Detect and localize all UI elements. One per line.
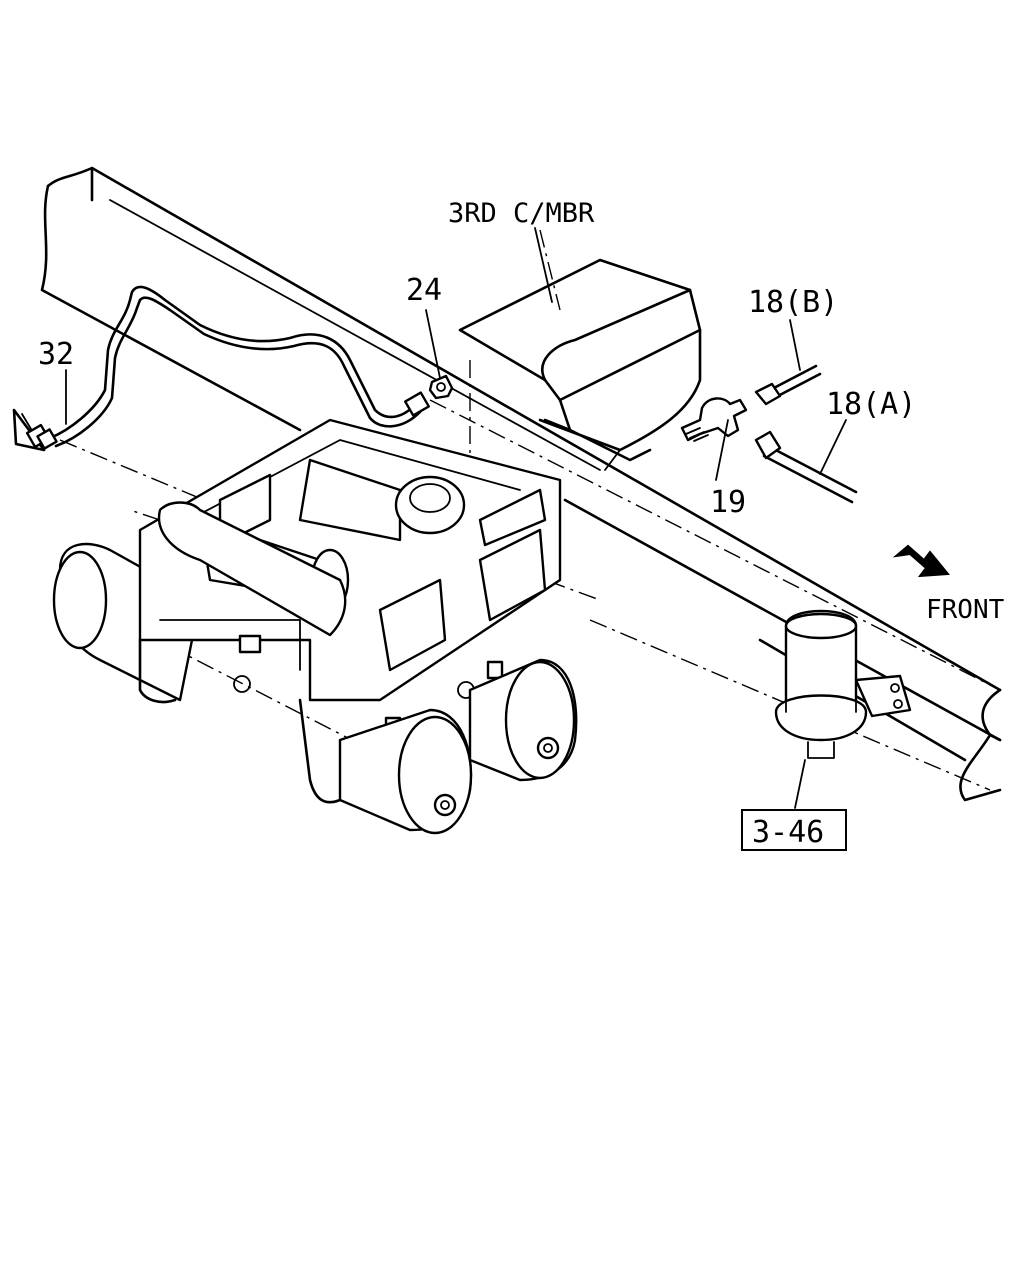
valve-bracket-assembly xyxy=(52,418,562,804)
air-dryer xyxy=(774,609,912,809)
pipe-18a xyxy=(754,419,858,504)
nut-24 xyxy=(425,309,454,400)
connector-19 xyxy=(680,397,748,481)
label-ref-3-46: 3-46 xyxy=(752,815,824,850)
ref-3-46-box[interactable]: 3-46 xyxy=(741,809,847,851)
label-part-19: 19 xyxy=(710,485,746,520)
cross-member-leader xyxy=(534,227,553,303)
label-part-18b: 18(B) xyxy=(748,285,838,320)
label-part-18a: 18(A) xyxy=(826,387,916,422)
reservoirs xyxy=(338,658,578,835)
label-part-24: 24 xyxy=(406,273,442,308)
pipe-18b xyxy=(754,319,822,406)
arrow-right-down-icon xyxy=(892,544,950,578)
label-front: FRONT xyxy=(926,595,1005,625)
label-cross-member: 3RD C/MBR xyxy=(448,198,595,229)
label-part-32: 32 xyxy=(38,337,74,372)
pipe-32 xyxy=(12,285,430,452)
cross-member xyxy=(458,258,702,471)
